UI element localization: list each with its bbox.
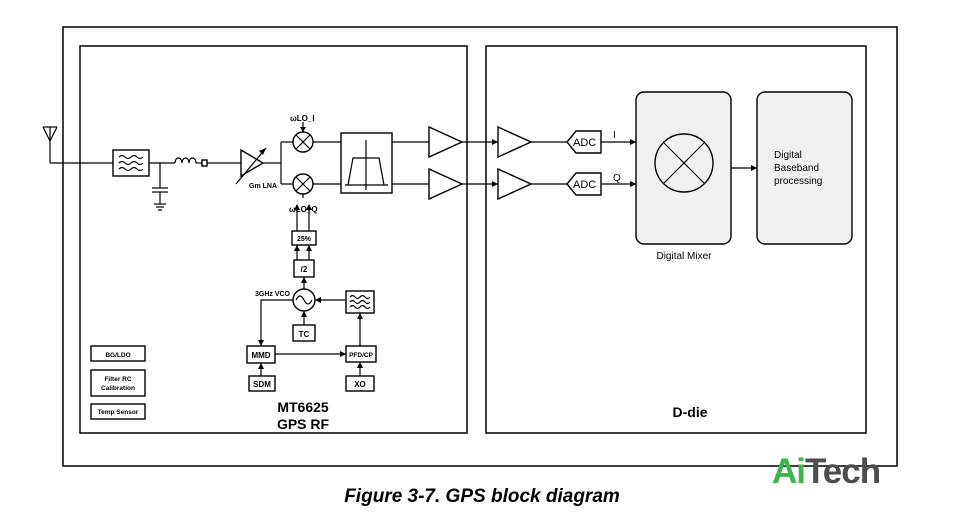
bg-ldo-label: BG/LDO (105, 352, 130, 359)
adc-q-block: ADC (566, 172, 602, 196)
lo-i-label: ωLO_I (290, 114, 315, 123)
baseband-line-1: Digital (774, 150, 802, 161)
rf-buffer-i-icon (428, 125, 464, 159)
div-25-block (291, 230, 317, 246)
xo-label: XO (354, 380, 366, 389)
mixer-i-icon (292, 131, 314, 153)
baseband-line-2: Baseband (774, 163, 819, 174)
sdm-label: SDM (253, 380, 271, 389)
aitech-logo: AiTech (772, 452, 881, 492)
shunt-capacitor-icon (152, 163, 168, 211)
filter-rc-block (90, 369, 146, 397)
div-25-label: 25% (297, 236, 312, 243)
lna-amplifier-icon (235, 147, 267, 185)
pfd-cp-label: PFD/CP (349, 352, 374, 359)
baseband-block (756, 91, 853, 245)
rf-chip-name: MT6625 (277, 399, 329, 415)
d-die-amp-i-icon (497, 125, 533, 159)
d-die-name: D-die (673, 404, 708, 420)
antenna-icon (42, 126, 113, 164)
filter-rc-line-1: Filter RC (104, 376, 131, 383)
sdm-block (248, 375, 276, 392)
div-2-label: /2 (301, 265, 308, 274)
pfd-cp-block (345, 345, 377, 363)
logo-part-2: Tech (805, 452, 881, 491)
i-channel-label: I (613, 130, 616, 141)
tc-label: TC (299, 330, 310, 339)
vco-label: 3GHz VCO (255, 291, 291, 298)
adc-i-label: ADC (573, 137, 596, 149)
rf-block-name: GPS RF (277, 416, 330, 432)
rf-bandpass-filter-icon (112, 149, 150, 177)
adc-q-label: ADC (573, 179, 596, 191)
digital-mixer-label: Digital Mixer (656, 251, 712, 262)
bg-ldo-block (90, 345, 146, 362)
mixer-q-icon (292, 173, 314, 195)
logo-part-1: Ai (772, 452, 806, 491)
vco-icon (292, 288, 316, 312)
temp-sensor-block (90, 403, 146, 420)
figure-caption: Figure 3-7. GPS block diagram (344, 486, 620, 507)
baseband-line-3: processing (774, 176, 822, 187)
loop-filter-icon (345, 290, 375, 314)
digital-mixer-icon (654, 133, 714, 193)
inductor-icon (174, 157, 241, 167)
temp-sensor-label: Temp Sensor (98, 409, 139, 416)
lna-label: Gm LNA (249, 183, 277, 190)
outer-frame (62, 26, 898, 467)
rf-buffer-q-icon (428, 167, 464, 201)
d-die-amp-q-icon (497, 167, 533, 201)
analog-lowpass-filter-icon (340, 132, 393, 194)
lo-q-label: ωLO_Q (289, 205, 318, 214)
d-die-frame (485, 45, 867, 434)
mmd-label: MMD (251, 351, 270, 360)
filter-rc-line-2: Calibration (101, 385, 135, 392)
q-channel-label: Q (613, 173, 621, 184)
rf-die-frame (79, 45, 468, 434)
adc-i-block: ADC (566, 130, 602, 154)
